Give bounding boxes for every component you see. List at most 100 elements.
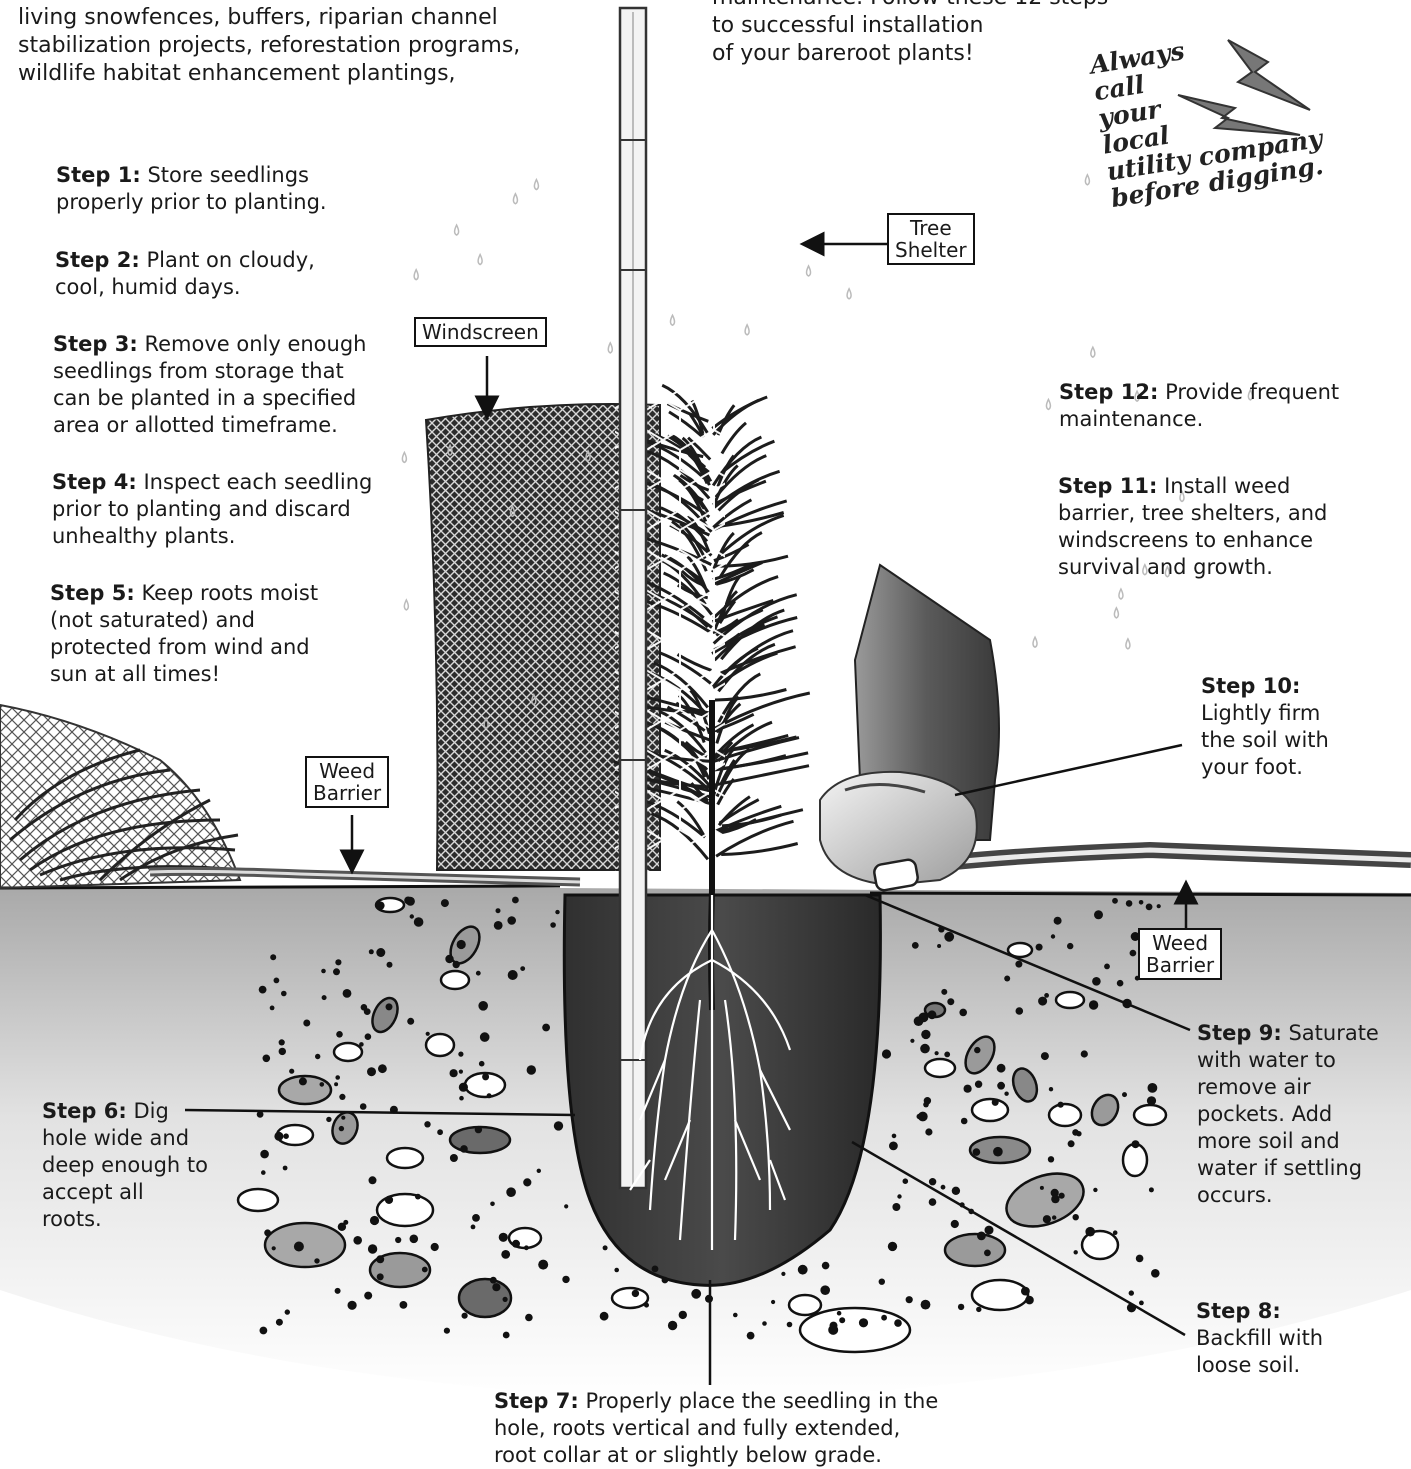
pebble-dot: [921, 1030, 930, 1039]
pebble-dot: [376, 1255, 384, 1263]
pebble-dot: [527, 1065, 536, 1074]
pebble-dot: [360, 1103, 367, 1110]
pebble-dot: [928, 1010, 937, 1019]
pebble-dot: [410, 914, 414, 918]
pebble-dot: [494, 921, 503, 930]
pebble-dot: [1147, 1096, 1156, 1105]
step-3: Step 3: Remove only enough seedlings fro…: [53, 331, 366, 439]
pebble-dot: [892, 1134, 897, 1139]
pebble-dot: [920, 1044, 930, 1054]
pebble-dot: [276, 1319, 283, 1326]
pebble-dot: [921, 1300, 931, 1310]
pebble-dot: [1048, 1156, 1054, 1162]
pebble-dot: [1117, 980, 1124, 987]
pebble-dot: [1149, 1187, 1154, 1192]
pebble-dot: [1093, 1188, 1097, 1192]
pebble-dot: [1044, 993, 1049, 998]
pebble-dot: [281, 991, 287, 997]
pebble-dot: [555, 910, 559, 914]
pebble-dot: [320, 1082, 325, 1087]
pebble-dot: [652, 1266, 659, 1273]
pebble-dot: [525, 1314, 533, 1322]
pebble-dot: [542, 1024, 550, 1032]
step-5: Step 5: Keep roots moist (not saturated)…: [50, 580, 318, 688]
pebble-dot: [386, 1003, 393, 1010]
pebble-dot: [974, 1047, 980, 1053]
step-title: Step 8:: [1196, 1299, 1281, 1323]
pebble-dot: [260, 1327, 268, 1335]
pebble-dot: [431, 1243, 439, 1251]
rain-drop: [404, 600, 408, 610]
pebble-dot: [975, 1081, 982, 1088]
step-10: Step 10: Lightly firm the soil with your…: [1201, 673, 1329, 781]
windscreen-label: Windscreen: [414, 317, 547, 347]
pebble-dot: [839, 1317, 845, 1323]
pebble-dot: [822, 1262, 830, 1270]
pebble-dot: [508, 970, 518, 980]
pebble-dot: [1036, 944, 1043, 951]
pebble-dot: [377, 1273, 384, 1280]
pebble-dot: [272, 1246, 276, 1250]
pebble-dot: [343, 989, 352, 998]
pebble-dot: [472, 1214, 480, 1222]
pebble-dot: [406, 897, 415, 906]
step-title: Step 5:: [50, 581, 135, 605]
pebble-dot: [733, 1313, 738, 1318]
pebble-dot: [1051, 1195, 1059, 1203]
pebble-dot: [520, 966, 525, 971]
rain-drop: [478, 255, 482, 265]
step-8: Step 8: Backfill with loose soil.: [1196, 1298, 1323, 1379]
pebble-dot: [820, 1285, 830, 1295]
pebble-dot: [554, 1121, 563, 1130]
pebble-dot: [798, 1265, 808, 1275]
pebble-dot: [270, 954, 276, 960]
step-text: Backfill with loose soil.: [1196, 1326, 1323, 1377]
step-title: Step 9:: [1197, 1021, 1282, 1045]
rain-drop: [1114, 608, 1118, 618]
pebble-dot: [400, 1301, 408, 1309]
pebble-dot: [550, 922, 556, 928]
pebble-dot: [977, 1232, 986, 1241]
rain-drop: [1091, 347, 1095, 357]
pebble-dot: [479, 1061, 485, 1067]
step-title: Step 2:: [55, 248, 140, 272]
pebble-dot: [1004, 976, 1010, 982]
rain-drop: [402, 452, 406, 462]
pebble-dot: [364, 1008, 371, 1015]
pebble-dot: [1122, 1092, 1127, 1097]
pebble-dot: [929, 1198, 937, 1206]
pebble-dot: [1130, 950, 1137, 957]
pebble-dot: [1151, 1269, 1160, 1278]
pebble-dot: [897, 1194, 901, 1198]
pebble-dot: [501, 1250, 510, 1259]
pebble-dot: [997, 1064, 1006, 1073]
pebble-dot: [1148, 1083, 1158, 1093]
pebble-dot: [1004, 1092, 1008, 1096]
pebble-dot: [662, 1277, 669, 1284]
pebble-dot: [644, 1303, 649, 1308]
pebble-dot: [274, 1132, 283, 1141]
pebble-dot: [882, 1049, 891, 1058]
pebble-dot: [415, 1194, 421, 1200]
step-title: Step 1:: [56, 163, 141, 187]
pebble-dot: [993, 1147, 1003, 1157]
pebble-dot: [906, 1296, 913, 1303]
pebble-dot: [961, 1118, 968, 1125]
pebble-dot: [441, 899, 449, 907]
pebble-dot: [1021, 1287, 1030, 1296]
pebble-dot: [997, 1082, 1005, 1090]
step-9: Step 9: Saturate with water to remove ai…: [1197, 1020, 1379, 1209]
pebble-dot: [1041, 1052, 1049, 1060]
pebble-dot: [279, 1048, 286, 1055]
pebble-dot: [925, 1128, 932, 1135]
pebble-dot: [445, 955, 453, 963]
pebble-dot: [1067, 943, 1073, 949]
pebble-dot: [414, 917, 424, 927]
step-6: Step 6: Dig hole wide and deep enough to…: [42, 1098, 208, 1233]
pebble-dot: [285, 1309, 290, 1314]
step-4: Step 4: Inspect each seedling prior to p…: [52, 469, 372, 550]
pebble-dot: [499, 1233, 508, 1242]
pebble-dot: [600, 1312, 609, 1321]
pebble-dot: [538, 1260, 548, 1270]
pebble-dot: [892, 1203, 900, 1211]
